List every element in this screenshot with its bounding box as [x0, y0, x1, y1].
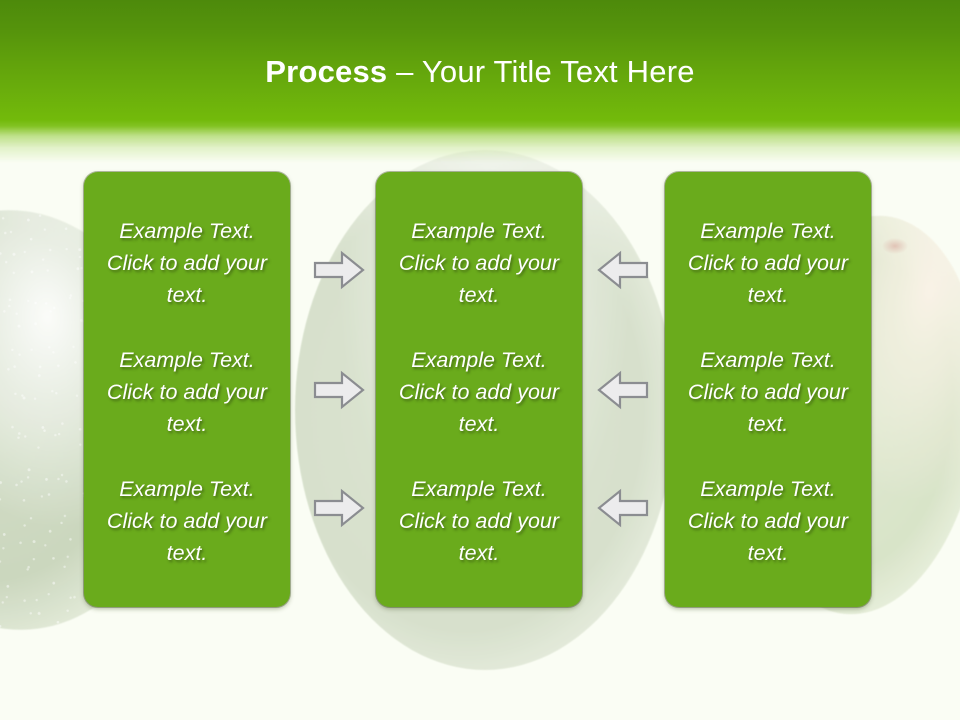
arrow-left-icon[interactable] — [597, 250, 649, 290]
page-title-light: Your Title Text Here — [421, 54, 695, 89]
process-box-1-item-3[interactable]: Example Text. Click to add your text. — [106, 476, 268, 565]
process-box-2-item-3[interactable]: Example Text. Click to add your text. — [398, 476, 560, 565]
arrow-right-icon[interactable] — [313, 370, 365, 410]
process-box-1-item-1[interactable]: Example Text. Click to add your text. — [106, 218, 268, 307]
process-box-2[interactable]: Example Text. Click to add your text. Ex… — [376, 172, 582, 607]
process-box-1[interactable]: Example Text. Click to add your text. Ex… — [84, 172, 290, 607]
process-box-3[interactable]: Example Text. Click to add your text. Ex… — [665, 172, 871, 607]
process-box-2-item-2[interactable]: Example Text. Click to add your text. — [398, 347, 560, 436]
process-box-3-item-3[interactable]: Example Text. Click to add your text. — [687, 476, 849, 565]
background-cucumber-right-stem — [882, 238, 908, 254]
arrow-left-icon[interactable] — [597, 488, 649, 528]
arrow-right-icon[interactable] — [313, 488, 365, 528]
page-title-dash: – — [387, 54, 422, 89]
process-box-3-item-1[interactable]: Example Text. Click to add your text. — [687, 218, 849, 307]
process-box-2-item-1[interactable]: Example Text. Click to add your text. — [398, 218, 560, 307]
page-title: Process – Your Title Text Here — [0, 52, 960, 92]
header-banner — [0, 0, 960, 163]
page-title-strong: Process — [265, 54, 388, 89]
process-box-3-item-2[interactable]: Example Text. Click to add your text. — [687, 347, 849, 436]
arrow-left-icon[interactable] — [597, 370, 649, 410]
process-box-1-item-2[interactable]: Example Text. Click to add your text. — [106, 347, 268, 436]
arrow-right-icon[interactable] — [313, 250, 365, 290]
